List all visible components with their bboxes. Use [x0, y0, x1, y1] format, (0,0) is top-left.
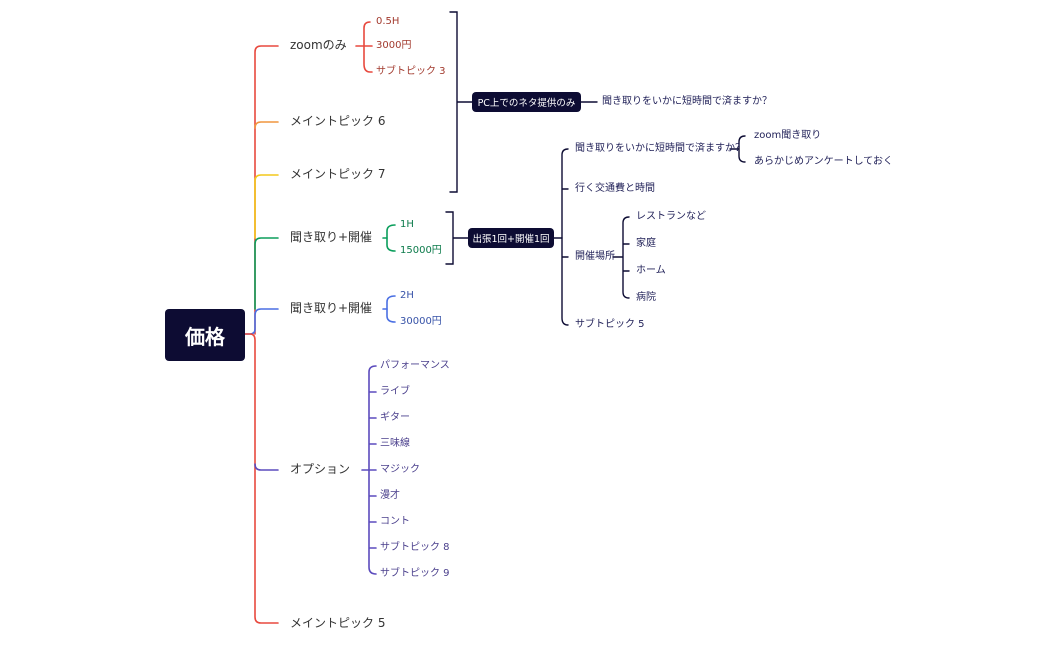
question-survey[interactable]: あらかじめアンケートしておく	[754, 156, 893, 167]
zoom-item-price[interactable]: 3000円	[376, 40, 412, 51]
venue-care-home[interactable]: ホーム	[636, 265, 666, 276]
branch-main-topic-7[interactable]: メイントピック 7	[290, 167, 386, 181]
trunk-yellow	[254, 174, 279, 239]
branch-hold-1h[interactable]: 聞き取り+開催	[290, 230, 373, 244]
option-item-subtopic-9[interactable]: サブトピック 9	[380, 568, 450, 579]
option-item-shamisen[interactable]: 三味線	[380, 438, 410, 449]
branch-hold-2h[interactable]: 聞き取り+開催	[290, 301, 373, 315]
option-brace	[368, 365, 377, 575]
option-item-guitar[interactable]: ギター	[380, 412, 410, 423]
trip-bracket	[445, 211, 469, 265]
pc-only-box[interactable]: PC上でのネタ提供のみ	[472, 92, 581, 112]
trip-box[interactable]: 出張1回+開催1回	[468, 228, 554, 248]
trunk-red-top	[254, 45, 279, 335]
hold2-item-price[interactable]: 30000円	[400, 316, 442, 327]
hold2-item-duration[interactable]: 2H	[400, 290, 414, 301]
option-item-performance[interactable]: パフォーマンス	[380, 360, 450, 371]
trip-subtopic-5[interactable]: サブトピック 5	[575, 319, 645, 330]
option-item-subtopic-8[interactable]: サブトピック 8	[380, 542, 450, 553]
trunk-purple	[254, 463, 279, 471]
question-zoom-interview[interactable]: zoom聞き取り	[754, 130, 822, 141]
branch-option[interactable]: オプション	[290, 462, 351, 476]
zoom-item-duration[interactable]: 0.5H	[376, 16, 400, 27]
venue-home[interactable]: 家庭	[636, 238, 656, 249]
branch-main-topic-6[interactable]: メイントピック 6	[290, 114, 386, 128]
root-node[interactable]: 価格	[165, 309, 245, 361]
venue-brace	[612, 216, 630, 299]
question-brace	[729, 135, 746, 163]
pc-child-question[interactable]: 聞き取りをいかに短時間で済ますか？	[602, 96, 772, 107]
zoom-item-subtopic-3[interactable]: サブトピック 3	[376, 66, 446, 77]
option-item-konto[interactable]: コント	[380, 516, 410, 527]
hold1-brace	[386, 224, 396, 252]
trip-brace	[561, 148, 569, 326]
pc-only-label: PC上でのネタ提供のみ	[477, 98, 576, 109]
trunk-orange	[254, 121, 279, 129]
trip-box-label: 出張1回+開催1回	[472, 234, 550, 245]
branch-main-topic-5[interactable]: メイントピック 5	[290, 616, 386, 630]
pc-bracket	[449, 11, 473, 193]
venue-restaurant[interactable]: レストランなど	[636, 211, 706, 222]
option-item-manzai[interactable]: 漫才	[380, 490, 400, 501]
option-item-magic[interactable]: マジック	[380, 464, 420, 475]
hold1-item-price[interactable]: 15000円	[400, 245, 442, 256]
trunk-green	[254, 237, 279, 310]
trunk-red-bottom	[244, 333, 279, 624]
hold1-item-duration[interactable]: 1H	[400, 219, 414, 230]
option-item-live[interactable]: ライブ	[380, 386, 410, 397]
hold2-brace	[386, 295, 396, 323]
trip-question[interactable]: 聞き取りをいかに短時間で済ますか？	[575, 143, 745, 154]
trip-transport[interactable]: 行く交通費と時間	[575, 183, 655, 194]
root-label: 価格	[185, 324, 225, 349]
trunk-blue	[244, 308, 279, 335]
trip-venue[interactable]: 開催場所	[575, 251, 615, 262]
venue-hospital[interactable]: 病院	[636, 292, 656, 303]
branch-zoom-only[interactable]: zoomのみ	[290, 38, 347, 52]
zoom-brace	[363, 21, 373, 73]
